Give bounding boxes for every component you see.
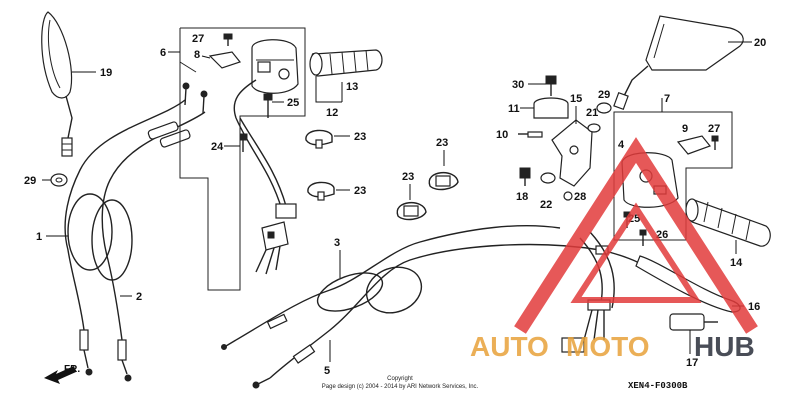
label-23-a: 23 — [354, 131, 366, 143]
watermark-brand-moto: MOTO — [566, 331, 649, 362]
label-11: 11 — [508, 103, 520, 115]
label-13: 13 — [346, 81, 358, 93]
watermark-brand-auto: AUTO — [470, 331, 549, 362]
label-28: 28 — [574, 191, 586, 203]
screw-25-left[interactable] — [263, 93, 273, 118]
label-6: 6 — [160, 47, 166, 59]
label-16: 16 — [748, 301, 760, 313]
clutch-cable-3[interactable] — [221, 224, 561, 350]
label-18: 18 — [516, 191, 528, 203]
nut-22[interactable] — [540, 172, 556, 184]
clip-23-d[interactable] — [396, 202, 427, 221]
copyright-line-2: Page design (c) 2004 - 2014 by ARI Netwo… — [322, 384, 479, 390]
label-3: 3 — [334, 237, 340, 249]
label-9: 9 — [682, 123, 688, 135]
clip-23-c[interactable] — [428, 172, 459, 191]
screw-27-left[interactable] — [223, 33, 233, 46]
label-1: 1 — [36, 231, 42, 243]
label-2: 2 — [136, 291, 142, 303]
label-29-right: 29 — [598, 89, 610, 101]
label-22: 22 — [540, 199, 552, 211]
label-14: 14 — [730, 257, 743, 269]
label-23-c: 23 — [436, 137, 448, 149]
front-direction-arrow: FR. — [44, 364, 80, 384]
autmotohub-watermark: AUTO MOTO HUB — [470, 137, 758, 362]
screw-21[interactable] — [587, 123, 601, 133]
switch-housing[interactable] — [233, 39, 299, 119]
pin-10[interactable] — [518, 131, 543, 138]
lever-bracket-15[interactable] — [551, 119, 593, 187]
label-10: 10 — [496, 129, 508, 141]
switch-17[interactable] — [669, 313, 718, 331]
diagram-code: XEN4-F0300B — [628, 381, 688, 391]
copyright-line-1: Copyright — [387, 376, 413, 382]
bracket-9[interactable] — [676, 135, 711, 155]
choke-cable-5[interactable] — [252, 243, 653, 389]
nut-left[interactable] — [50, 173, 68, 187]
label-23-d: 23 — [402, 171, 414, 183]
throttle-cable-1[interactable] — [64, 99, 186, 376]
clip-23-b[interactable] — [307, 181, 335, 201]
label-29-left: 29 — [24, 175, 36, 187]
left-grip[interactable] — [685, 198, 771, 247]
label-21: 21 — [586, 107, 598, 119]
left-mirror[interactable] — [41, 11, 73, 157]
bolt-30[interactable] — [545, 75, 557, 96]
label-8: 8 — [194, 49, 200, 61]
label-12: 12 — [326, 107, 338, 119]
watermark-brand-hub: HUB — [694, 331, 755, 362]
label-15: 15 — [570, 93, 582, 105]
bracket-8[interactable] — [208, 51, 242, 69]
screw-26[interactable] — [639, 229, 647, 246]
label-17: 17 — [686, 357, 698, 369]
label-5: 5 — [324, 365, 330, 377]
front-label: FR. — [64, 364, 80, 375]
holder-11[interactable] — [533, 97, 569, 119]
label-20: 20 — [754, 37, 766, 49]
washer-28[interactable] — [563, 191, 573, 201]
label-25-left: 25 — [287, 97, 299, 109]
right-mirror[interactable] — [613, 15, 744, 111]
label-30: 30 — [512, 79, 524, 91]
label-27-right: 27 — [708, 123, 720, 135]
nut-right[interactable] — [596, 102, 612, 114]
label-27-left: 27 — [192, 33, 204, 45]
label-23-b: 23 — [354, 185, 366, 197]
label-7: 7 — [664, 93, 670, 105]
bolt-18[interactable] — [519, 167, 531, 186]
throttle-grip[interactable] — [309, 49, 383, 77]
label-4: 4 — [618, 139, 625, 151]
screw-27-right[interactable] — [711, 135, 719, 150]
clip-23-a[interactable] — [305, 129, 333, 149]
throttle-cable-2[interactable] — [91, 111, 206, 382]
switch-wire-harness[interactable] — [235, 117, 297, 275]
label-24: 24 — [211, 141, 224, 153]
cable-top-ends — [147, 82, 208, 148]
label-19: 19 — [100, 67, 112, 79]
